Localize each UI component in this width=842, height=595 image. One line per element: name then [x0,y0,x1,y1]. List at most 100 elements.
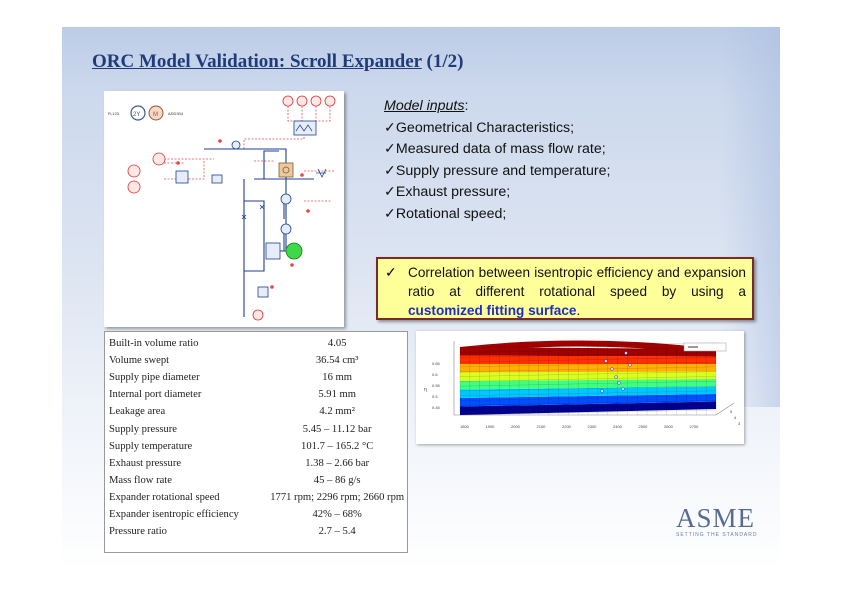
table-row: Volume swept 36.54 cm³ [109,352,407,369]
data-marker [614,375,618,379]
asme-logo-text: ASME [676,503,756,533]
param-label: Supply pressure [109,423,177,435]
mesh-line [459,390,717,396]
param-value: 42% – 68% [312,508,362,520]
z-axis-label: η [424,387,427,393]
x-tick-label: 2000 [511,424,521,429]
model-input-item: ✓Supply pressure and temperature; [384,162,611,179]
mesh-line [459,342,717,348]
table-row: Expander isentropic efficiency 42% – 68% [109,506,407,523]
param-label: Supply temperature [109,440,193,452]
param-label: Built-in volume ratio [109,338,199,350]
param-value: 36.54 cm³ [315,355,359,367]
model-inputs: Model inputs: ✓Geometrical Characteristi… [384,96,610,225]
mesh-line [459,400,717,406]
surface-band [460,371,716,381]
motor-icon [285,242,303,260]
param-label: Expander isentropic efficiency [109,508,239,520]
indicator-markers [176,139,310,289]
check-icon: ✓ [385,264,397,280]
data-marker [628,363,632,367]
mesh-line [459,371,717,377]
param-label: Pressure ratio [109,526,167,538]
mesh-line [459,376,717,382]
callout-text: Correlation between isentropic efficienc… [408,265,746,318]
correlation-callout: ✓ Correlation between isentropic efficie… [376,257,754,320]
mesh-line [459,385,717,392]
asme-tagline: SETTING THE STANDARD [676,532,758,538]
sensor-gauges-left [127,152,264,321]
model-inputs-heading: Model inputs [384,98,465,114]
slide: ORC Model Validation: Scroll Expander (1… [62,27,780,569]
x-tick-label: 2400 [613,424,623,429]
y-tick-label: 3 [738,421,741,426]
slide-title: ORC Model Validation: Scroll Expander (1… [92,51,463,73]
z-tick-label: 0.55 [432,383,441,388]
param-label: Mass flow rate [109,474,172,486]
param-value: 101.7 – 165.2 °C [301,440,374,452]
pump-icon [265,242,281,260]
model-input-item: ✓Rotational speed; [384,205,507,222]
badge-m-icon [148,105,164,121]
plot-axes [453,341,735,416]
table-row: Built-in volume ratio 4.05 [109,335,407,352]
x-tick-label: 2700 [690,424,700,429]
y-tick-label: 5 [730,409,733,414]
param-label: Exhaust pressure [109,457,182,469]
y-tick-label: 4 [734,415,737,420]
param-label: Supply pipe diameter [109,372,200,384]
signal-lines [164,106,334,202]
param-label: Internal port diameter [109,389,202,401]
z-tick-label: 0.6 [432,372,438,377]
z-tick-label: 0.5 [432,394,438,399]
param-value: 4.05 [327,338,347,350]
table-row: Supply temperature 101.7 – 165.2 °C [109,438,407,455]
x-tick-label: 2300 [588,424,598,429]
data-marker [624,351,628,355]
mesh-line [459,409,717,416]
z-tick-label: 0.65 [432,361,441,366]
param-label: Leakage area [109,406,166,418]
title-main: ORC Model Validation: Scroll Expander [92,51,422,72]
x-tick-label: 2600 [664,424,674,429]
param-value: 4.2 mm² [319,406,355,418]
mesh-line [459,347,717,353]
x-tick-label: 2100 [537,424,547,429]
mesh-line [459,366,717,372]
schematic-label-add: ADD304 [168,111,184,116]
badge-2y-label: 2Y [133,112,140,118]
param-value: 5.91 mm [318,389,356,401]
data-marker [610,367,614,371]
model-input-item: ✓Exhaust pressure; [384,184,511,200]
table-row: Leakage area 4.2 mm² [109,403,407,420]
callout-highlight: customized fitting surface [408,303,577,318]
mesh-line [459,357,717,363]
surface-band [460,401,716,415]
badge-m-label: M [153,112,158,118]
surface-band [460,386,716,398]
data-marker [617,381,621,385]
table-row: Mass flow rate 45 – 86 g/s [109,472,407,489]
x-tick-label: 1800 [460,424,470,429]
title-suffix: (1/2) [421,51,464,72]
mesh-line [459,352,717,358]
param-label: Expander rotational speed [109,491,220,503]
surface-band [460,394,716,407]
param-value: 1.38 – 2.66 bar [305,457,370,469]
surface-band [460,355,716,364]
param-label: Volume swept [109,355,170,367]
param-value: 45 – 86 g/s [313,474,361,486]
data-marker [600,389,604,393]
surface-band [460,364,716,373]
surface-cap [460,340,716,355]
asme-logo: ASME SETTING THE STANDARD [676,503,772,553]
x-tick-label: 2200 [562,424,572,429]
sensor-gauges-top [282,95,336,107]
table-row: Exhaust pressure 1.38 – 2.66 bar [109,455,407,472]
